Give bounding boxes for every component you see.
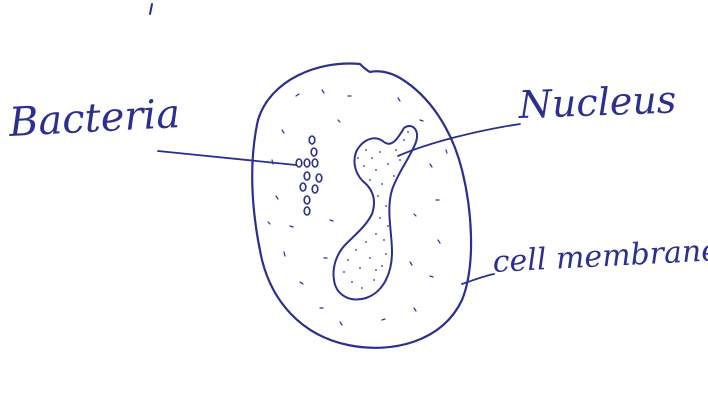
- bacterium: [304, 159, 310, 167]
- bacterium: [304, 196, 310, 204]
- bacterium: [304, 207, 310, 215]
- bacteria-cluster: [296, 136, 322, 215]
- cell-membrane-outline: [252, 63, 471, 347]
- bacterium: [316, 174, 322, 182]
- bacterium: [300, 183, 306, 191]
- bacterium: [311, 148, 317, 156]
- nucleus-shape: [334, 126, 418, 300]
- bacteria-leader-line: [158, 151, 296, 165]
- bacterium: [312, 185, 318, 193]
- bacterium: [312, 159, 318, 167]
- stray-pen-mark: [150, 4, 152, 14]
- nucleus-label: Nucleus: [518, 80, 677, 123]
- cytoplasm-specks: [268, 90, 447, 325]
- bacteria-label: Bacteria: [8, 94, 181, 143]
- membrane-leader-line: [462, 274, 494, 284]
- bacterium: [304, 172, 310, 180]
- bacterium: [296, 159, 302, 167]
- bacterium: [309, 136, 315, 144]
